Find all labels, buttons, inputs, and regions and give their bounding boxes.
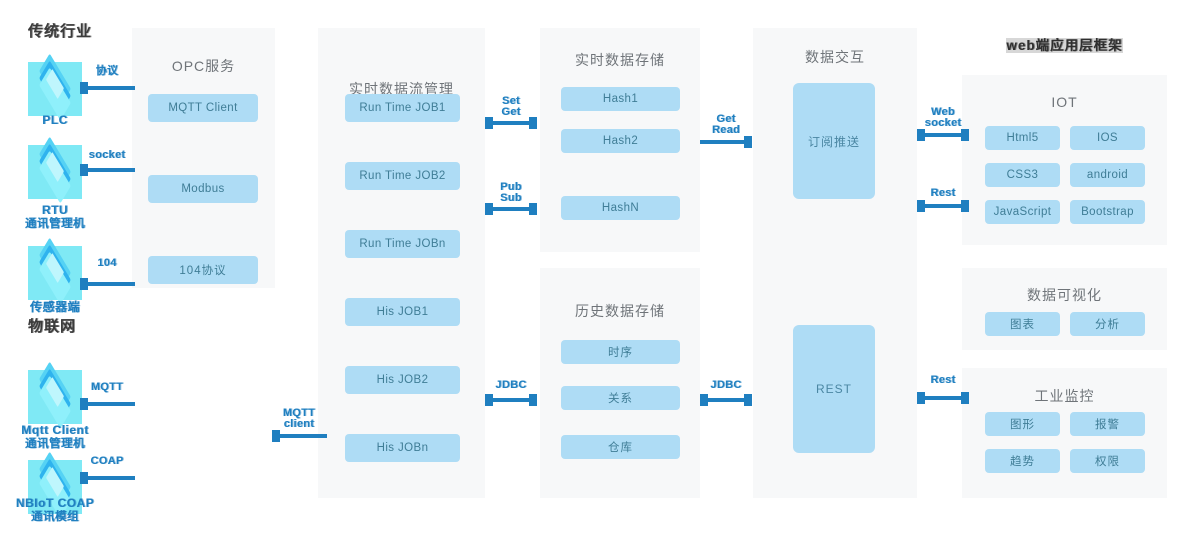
panel-opc-service: OPC服务 MQTT Client Modbus 104协议 bbox=[132, 28, 275, 288]
connector-label-rest-monitor: Rest bbox=[930, 374, 956, 386]
heading-web-app-framework-text: web端应用层框架 bbox=[1006, 38, 1123, 53]
chip-104-protocol[interactable]: 104协议 bbox=[148, 256, 258, 284]
chip-android[interactable]: android bbox=[1070, 163, 1145, 187]
panel-title-stream: 实时数据流管理 bbox=[349, 81, 454, 97]
panel-title-opc: OPC服务 bbox=[171, 58, 236, 74]
device-icon-nbiot-coap bbox=[28, 451, 82, 519]
heading-traditional-industry: 传统行业 bbox=[28, 23, 93, 40]
connector-history-exchange bbox=[700, 394, 752, 406]
connector-label-mqtt-opc: MQTT bbox=[90, 381, 124, 393]
device-sub-rtu: 通讯管理机 bbox=[25, 218, 85, 230]
panel-title-monitoring: 工业监控 bbox=[1034, 388, 1095, 404]
panel-title-exchange: 数据交互 bbox=[805, 49, 865, 65]
connector-stream-hash bbox=[485, 117, 537, 129]
chip-relational[interactable]: 关系 bbox=[561, 386, 680, 410]
device-label-plc: PLC bbox=[0, 113, 110, 127]
connector-label-exchange-websocket: Web socket bbox=[924, 106, 962, 129]
connector-plc-opc bbox=[80, 82, 135, 94]
connector-label-stream-pubsub: Pub Sub bbox=[500, 181, 522, 204]
chip-css3[interactable]: CSS3 bbox=[985, 163, 1060, 187]
chip-rest[interactable]: REST bbox=[793, 325, 875, 453]
connector-label-plc-opc: 协议 bbox=[95, 65, 119, 77]
heading-web-app-framework: web端应用层框架 bbox=[962, 34, 1167, 54]
connector-stream-history bbox=[485, 394, 537, 406]
panel-title-realtime-storage: 实时数据存储 bbox=[575, 52, 665, 68]
chip-graphics[interactable]: 图形 bbox=[985, 412, 1060, 436]
panel-history-storage: 历史数据存储 时序 关系 仓库 bbox=[540, 268, 700, 498]
chip-permission[interactable]: 权限 bbox=[1070, 449, 1145, 473]
chip-his-job1[interactable]: His JOB1 bbox=[345, 298, 460, 326]
device-icon-sensor bbox=[28, 237, 82, 305]
connector-coap-opc bbox=[80, 472, 135, 484]
device-label-sensor: 传感器端 bbox=[0, 300, 110, 314]
connector-rtu-opc bbox=[80, 164, 135, 176]
device-name-sensor: 传感器端 bbox=[29, 300, 80, 314]
chip-analysis[interactable]: 分析 bbox=[1070, 312, 1145, 336]
chip-hashn[interactable]: HashN bbox=[561, 196, 680, 220]
heading-iot: 物联网 bbox=[28, 318, 77, 335]
panel-stream-management: 实时数据流管理 Run Time JOB1 Run Time JOB2 Run … bbox=[318, 28, 485, 498]
connector-stream-pubsub bbox=[485, 203, 537, 215]
panel-title-history-storage: 历史数据存储 bbox=[575, 303, 665, 319]
device-icon-plc bbox=[28, 53, 82, 121]
device-icon-rtu bbox=[28, 136, 82, 204]
device-label-nbiot-coap: NBIoT COAP 通讯模组 bbox=[0, 496, 110, 524]
connector-label-history-exchange: JDBC bbox=[710, 379, 742, 391]
connector-label-rtu-opc: socket bbox=[88, 149, 126, 161]
chip-subscription-push[interactable]: 订阅推送 bbox=[793, 83, 875, 199]
panel-data-visualization: 数据可视化 图表 分析 bbox=[962, 268, 1167, 350]
device-sub-nbiot-coap: 通讯模组 bbox=[31, 511, 79, 523]
chip-timeseries[interactable]: 时序 bbox=[561, 340, 680, 364]
device-name-plc: PLC bbox=[42, 113, 68, 127]
chip-run-time-job1[interactable]: Run Time JOB1 bbox=[345, 94, 460, 122]
connector-exchange-rest bbox=[917, 200, 969, 212]
chip-ios[interactable]: IOS bbox=[1070, 126, 1145, 150]
chip-mqtt-client[interactable]: MQTT Client bbox=[148, 94, 258, 122]
chip-charts[interactable]: 图表 bbox=[985, 312, 1060, 336]
connector-label-coap-opc: COAP bbox=[90, 455, 124, 467]
connector-label-exchange-rest: Rest bbox=[930, 187, 956, 199]
panel-iot: IOT Html5 IOS CSS3 android JavaScript Bo… bbox=[962, 75, 1167, 245]
panel-data-exchange: 数据交互 订阅推送 REST bbox=[753, 28, 917, 498]
chip-trend[interactable]: 趋势 bbox=[985, 449, 1060, 473]
chip-bootstrap[interactable]: Bootstrap bbox=[1070, 200, 1145, 224]
connector-hash-exchange bbox=[700, 136, 752, 148]
chip-run-time-job2[interactable]: Run Time JOB2 bbox=[345, 162, 460, 190]
connector-opc-stream bbox=[272, 430, 327, 442]
chip-modbus[interactable]: Modbus bbox=[148, 175, 258, 203]
panel-title-iot: IOT bbox=[1051, 94, 1078, 110]
connector-label-stream-history: JDBC bbox=[495, 379, 527, 391]
connector-label-hash-exchange: Get Read bbox=[711, 113, 741, 136]
panel-title-visualization: 数据可视化 bbox=[1027, 287, 1102, 303]
device-name-nbiot-coap: NBIoT COAP bbox=[15, 496, 95, 510]
chip-hash1[interactable]: Hash1 bbox=[561, 87, 680, 111]
chip-run-time-jobn[interactable]: Run Time JOBn bbox=[345, 230, 460, 258]
chip-alarm[interactable]: 报警 bbox=[1070, 412, 1145, 436]
device-sub-mqtt-client: 通讯管理机 bbox=[25, 438, 85, 450]
device-label-mqtt-client: Mqtt Client 通讯管理机 bbox=[0, 423, 110, 451]
device-label-rtu: RTU 通讯管理机 bbox=[0, 203, 110, 231]
connector-label-stream-hash: Set Get bbox=[501, 95, 521, 118]
connector-label-sensor-opc: 104 bbox=[97, 257, 117, 269]
connector-mqtt-opc bbox=[80, 398, 135, 410]
device-name-rtu: RTU bbox=[41, 203, 69, 217]
chip-his-jobn[interactable]: His JOBn bbox=[345, 434, 460, 462]
connector-sensor-opc bbox=[80, 278, 135, 290]
connector-rest-monitor bbox=[917, 392, 969, 404]
chip-html5[interactable]: Html5 bbox=[985, 126, 1060, 150]
device-name-mqtt-client: Mqtt Client bbox=[21, 423, 89, 437]
connector-label-opc-stream: MQTT client bbox=[282, 407, 316, 430]
chip-his-job2[interactable]: His JOB2 bbox=[345, 366, 460, 394]
chip-javascript[interactable]: JavaScript bbox=[985, 200, 1060, 224]
connector-exchange-websocket bbox=[917, 129, 969, 141]
chip-hash2[interactable]: Hash2 bbox=[561, 129, 680, 153]
panel-industrial-monitoring: 工业监控 图形 报警 趋势 权限 bbox=[962, 368, 1167, 498]
chip-warehouse[interactable]: 仓库 bbox=[561, 435, 680, 459]
panel-realtime-storage: 实时数据存储 Hash1 Hash2 HashN bbox=[540, 28, 700, 252]
device-icon-mqtt-client bbox=[28, 361, 82, 429]
